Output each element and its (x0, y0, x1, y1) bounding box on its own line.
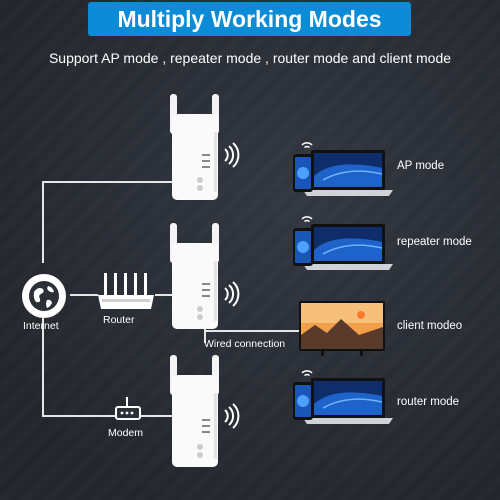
wire-top-horizontal (42, 181, 172, 183)
modem-icon (115, 397, 141, 420)
phone-icon (293, 228, 313, 266)
tv-icon (299, 301, 385, 356)
mode-label-ap: AP mode (397, 160, 445, 172)
wifi-signal-icon (301, 370, 313, 377)
wifi-signal-icon (301, 142, 313, 149)
wire-left-lower-vertical (42, 312, 44, 416)
subtitle: Support AP mode , repeater mode , router… (48, 50, 452, 66)
wire-repeater-tv-h (204, 330, 300, 332)
repeater-1 (170, 94, 219, 200)
laptop-icon (303, 224, 393, 270)
mode-label-router: router mode (397, 396, 460, 408)
laptop-icon (303, 150, 393, 196)
wire-left-vertical (42, 181, 44, 263)
wifi-signal-icon (224, 142, 240, 168)
laptop-icon (303, 378, 393, 424)
phone-icon (293, 154, 313, 192)
repeater-3 (170, 355, 219, 467)
wire-repeater-tv-v (204, 327, 206, 343)
wired-connection-label: Wired connection (204, 338, 286, 350)
repeater-2 (170, 223, 219, 329)
internet-label: Internet (23, 320, 59, 332)
title-banner: Multiply Working Modes (88, 2, 411, 36)
wifi-signal-icon (224, 281, 240, 307)
router-label: Router (103, 314, 135, 326)
wifi-signal-icon (224, 403, 240, 429)
globe-icon (22, 274, 66, 318)
wire-internet-router (70, 294, 98, 296)
wifi-signal-icon (301, 216, 313, 223)
page-title: Multiply Working Modes (117, 6, 382, 32)
wire-router-repeater (155, 294, 173, 296)
router-icon (98, 273, 154, 309)
mode-label-repeater: repeater mode (397, 236, 472, 248)
phone-icon (293, 382, 313, 420)
mode-label-client: client modeo (397, 320, 463, 332)
modem-label: Modem (108, 427, 144, 439)
wire-bottom-horizontal (42, 415, 172, 417)
